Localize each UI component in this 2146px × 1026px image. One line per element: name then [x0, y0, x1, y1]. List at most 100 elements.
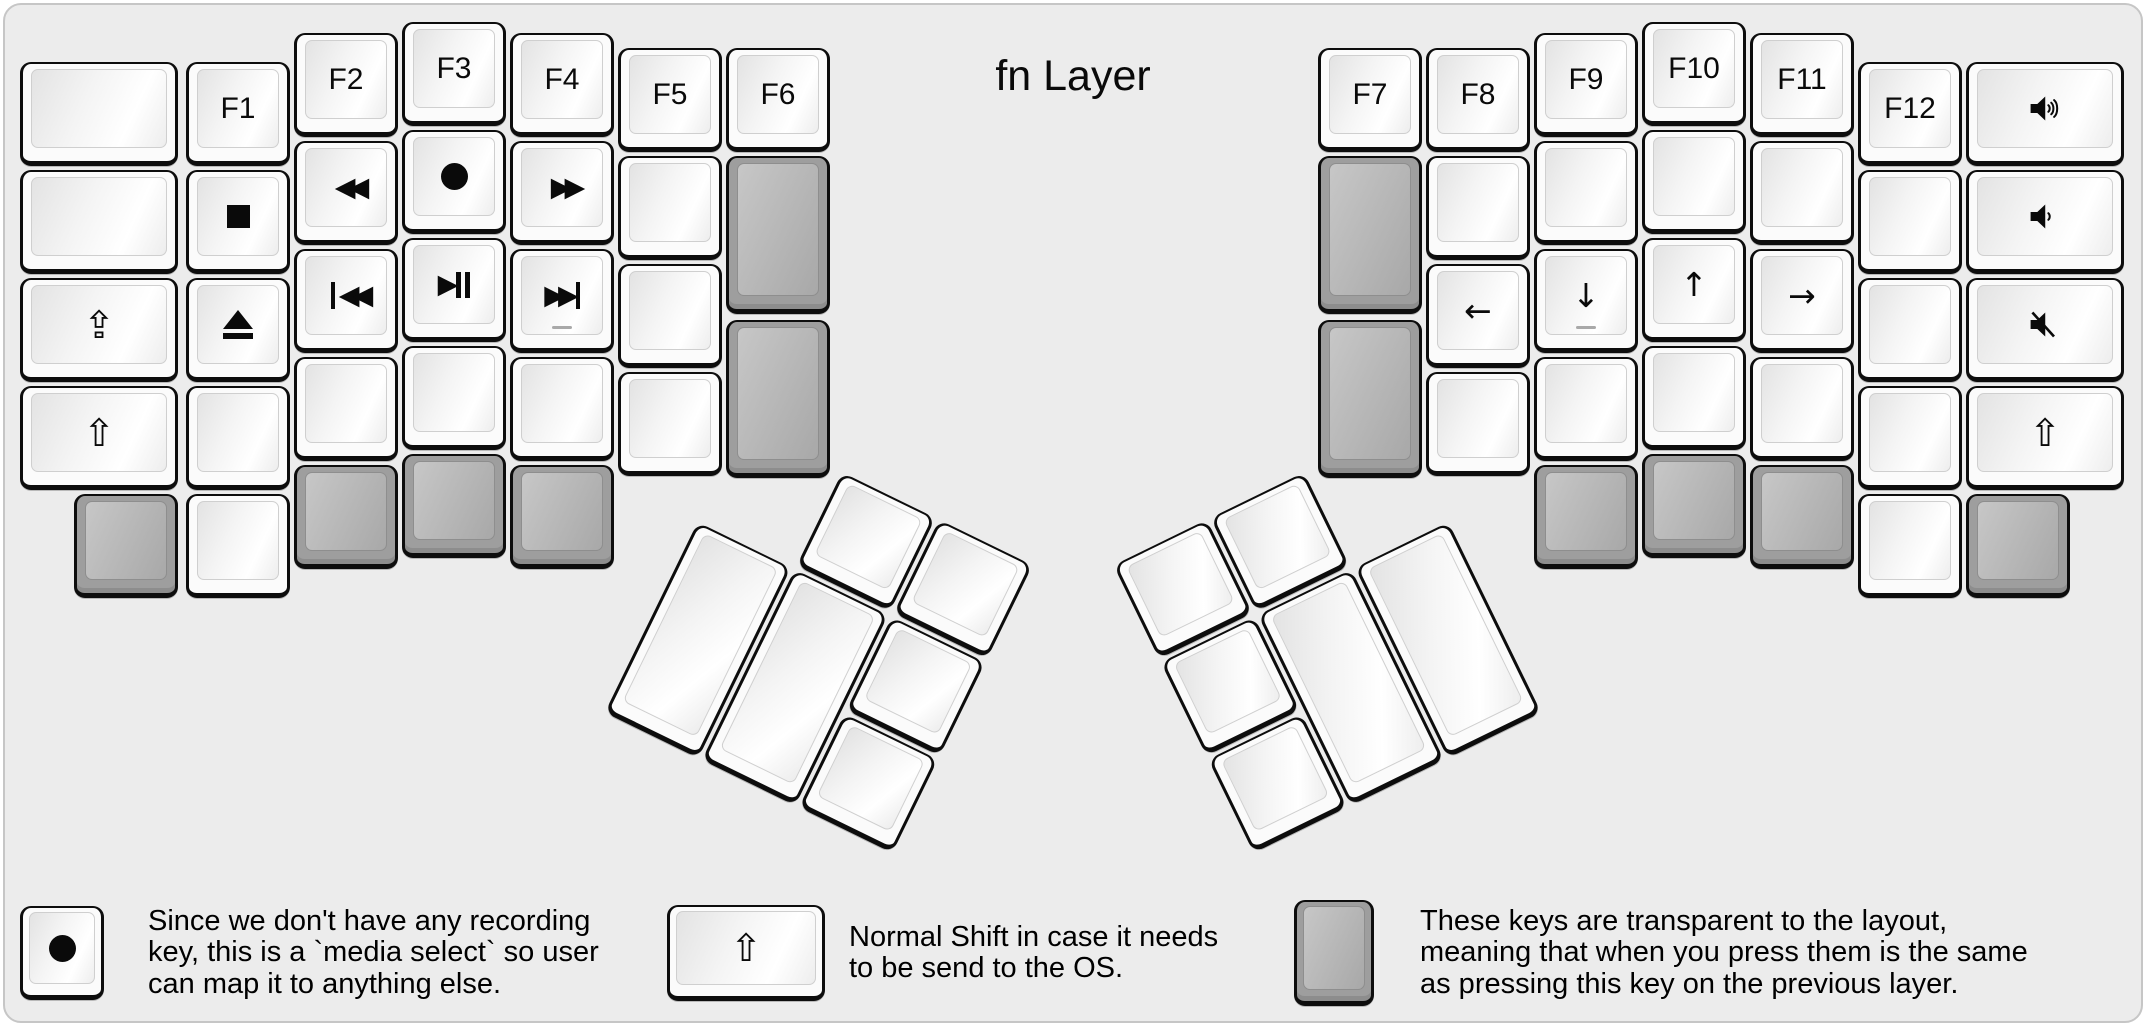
next-track-icon: ▶▶	[544, 282, 580, 309]
legend-item: These keys are transparent to the layout…	[1294, 893, 2028, 1013]
key-caps-lock: ⇪	[20, 278, 178, 382]
key-eject	[186, 278, 290, 382]
keycap-top: ◀◀	[305, 148, 387, 227]
legend-text-line: as pressing this key on the previous lay…	[1420, 967, 1959, 1000]
key-f2: F2	[294, 33, 398, 137]
keycap-top	[1545, 364, 1627, 443]
prev-track-icon: ◀◀	[330, 282, 373, 309]
key-volume-up	[1966, 62, 2124, 166]
key-blank	[20, 170, 178, 274]
keycap-top: ⇪	[31, 285, 167, 364]
record-icon	[440, 163, 468, 190]
key-arrow-left: ←	[1426, 264, 1530, 368]
keycap-top	[1977, 501, 2059, 580]
key-blank	[618, 264, 722, 368]
keycap-top	[1761, 148, 1843, 227]
layer-title: fn Layer	[995, 52, 1151, 100]
keycap-top	[413, 353, 495, 432]
keycap-top	[1329, 327, 1411, 460]
keycap-top	[1977, 285, 2113, 364]
key-blank	[1750, 357, 1854, 461]
keycap-top: F4	[521, 40, 603, 119]
key-blank	[618, 156, 722, 260]
key-record	[402, 130, 506, 234]
keycap-top	[521, 364, 603, 443]
key-f7: F7	[1318, 48, 1422, 152]
key-transparent	[74, 494, 178, 598]
key-stop	[186, 170, 290, 274]
legend-sample-key	[1294, 900, 1374, 1006]
key-label: F9	[1568, 62, 1604, 96]
keycap-top	[413, 137, 495, 216]
key-f9: F9	[1534, 33, 1638, 137]
key-label: F10	[1668, 51, 1720, 85]
key-f1: F1	[186, 62, 290, 166]
key-transparent	[1966, 494, 2070, 598]
keycap-top	[197, 285, 279, 364]
homing-bar	[1576, 326, 1596, 329]
key-blank	[1858, 386, 1962, 490]
keycap-top	[1869, 393, 1951, 472]
keycap-top: F2	[305, 40, 387, 119]
mute-icon	[2027, 310, 2063, 339]
key-f11: F11	[1750, 33, 1854, 137]
volume-down-icon	[2027, 202, 2063, 231]
keycap-top	[1653, 353, 1735, 432]
key-arrow-up: ↑	[1642, 238, 1746, 342]
keycap-top	[197, 393, 279, 472]
key-fast-forward: ▶▶	[510, 141, 614, 245]
keycap-top: F5	[629, 55, 711, 134]
key-transparent	[1642, 454, 1746, 558]
legend-text-line: meaning that when you press them is the …	[1420, 936, 2028, 969]
keycap-top	[1653, 137, 1735, 216]
key-transparent	[1318, 156, 1422, 314]
keycap-top	[1761, 364, 1843, 443]
key-play-pause: ▶	[402, 238, 506, 342]
arrow-down-icon: ↓	[1572, 276, 1600, 315]
keycap-top	[305, 472, 387, 551]
key-arrow-right: →	[1750, 249, 1854, 353]
keycap-top: ↓	[1545, 256, 1627, 335]
key-blank	[1642, 346, 1746, 450]
key-shift: ⇧	[1966, 386, 2124, 490]
keycap-top: F11	[1761, 40, 1843, 119]
keycap-top	[1221, 724, 1330, 832]
key-label: F2	[328, 62, 364, 96]
volume-up-icon	[2027, 94, 2063, 123]
key-transparent	[294, 465, 398, 569]
key-transparent	[726, 320, 830, 478]
key-mute	[1966, 278, 2124, 382]
homing-bar	[552, 326, 572, 329]
keycap-top: ⇧	[676, 911, 816, 985]
key-label: F4	[544, 62, 580, 96]
keycap-top	[413, 461, 495, 540]
key-label: F3	[436, 51, 472, 85]
keycap-top: →	[1761, 256, 1843, 335]
key-f10: F10	[1642, 22, 1746, 126]
keycap-top: F12	[1869, 69, 1951, 148]
keycap-top	[1977, 69, 2113, 148]
key-blank	[1642, 130, 1746, 234]
keycap-top: ⇧	[31, 393, 167, 472]
key-prev-track: ◀◀	[294, 249, 398, 353]
keycap-top	[1173, 627, 1283, 735]
key-rewind: ◀◀	[294, 141, 398, 245]
keycap-top: F7	[1329, 55, 1411, 134]
arrow-right-icon: →	[1788, 276, 1816, 315]
keycap-top	[1545, 472, 1627, 551]
arrow-up-icon: ↑	[1680, 265, 1708, 304]
legend-text-line: key, this is a `media select` so user	[148, 936, 599, 969]
key-blank	[1858, 170, 1962, 274]
keycap-top	[629, 379, 711, 458]
keycap-top: ◀◀	[305, 256, 387, 335]
keycap-top	[1869, 285, 1951, 364]
key-f3: F3	[402, 22, 506, 126]
arrow-left-icon: ←	[1464, 291, 1492, 330]
keycap-top	[629, 271, 711, 350]
keycap-top	[1329, 163, 1411, 296]
keycap-top	[29, 912, 95, 984]
keycap-top	[85, 501, 167, 580]
